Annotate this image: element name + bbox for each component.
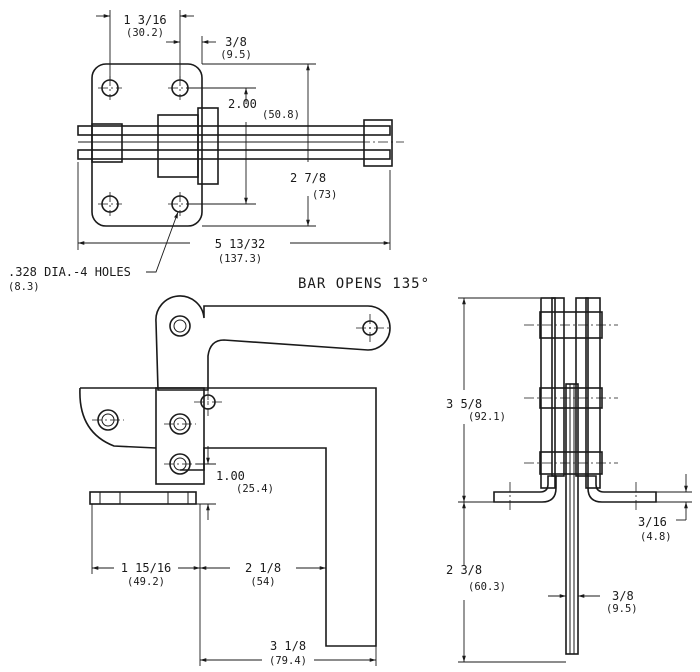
top-view: 1 3/16 (30.2) 3/8 (9.5) 2.00 (50.8) 2 7/…	[8, 10, 404, 293]
dim-base-mm: (49.2)	[127, 576, 165, 588]
dim-reach-frac: 2 1/8	[245, 561, 281, 575]
dim-height-frac: 2 7/8	[290, 171, 326, 185]
dim-vertical-inner: 2.00	[228, 97, 257, 111]
dim-side-height-frac: 3 5/8	[446, 397, 482, 411]
dim-overall-mm: (137.3)	[218, 253, 262, 265]
handle-l-arm	[80, 387, 377, 647]
side-plate-left	[540, 297, 556, 489]
side-link-right	[575, 297, 589, 477]
pivot-pin-top	[169, 315, 191, 337]
top-bar-upper	[77, 125, 391, 136]
top-base-plate	[91, 63, 203, 227]
dim-base-thick-frac: 3/16	[638, 515, 667, 529]
bar-opens-note: BAR OPENS 135°	[298, 276, 430, 292]
holes-note: .328 DIA.-4 HOLES	[8, 265, 131, 279]
side-link-left	[551, 297, 565, 477]
front-base	[89, 491, 197, 505]
dim-pivot-height: 1.00	[216, 469, 245, 483]
handle-left-curve	[79, 387, 157, 449]
dim-bar-thick-mm: (9.5)	[606, 603, 638, 615]
top-left-block	[91, 123, 123, 163]
dim-arm-frac: 3 1/8	[270, 639, 306, 653]
top-bar-lower	[77, 149, 391, 160]
holes-note-mm: (8.3)	[8, 281, 40, 293]
side-plate-right	[585, 297, 601, 489]
dim-side-height-mm: (92.1)	[468, 411, 506, 423]
dim-vertical-inner-mm: (50.8)	[262, 109, 300, 121]
dim-hole-offset-frac: 3/8	[225, 35, 247, 49]
swing-bar	[155, 295, 391, 391]
dim-overall-frac: 5 13/32	[215, 237, 266, 251]
top-center-block	[157, 114, 199, 178]
dim-width-mm: (30.2)	[126, 27, 164, 39]
top-end-block	[363, 119, 393, 167]
top-center-flange	[197, 107, 219, 185]
dim-arm-mm: (79.4)	[269, 655, 307, 667]
dim-base-thick-mm: (4.8)	[640, 531, 672, 543]
dim-hole-offset-mm: (9.5)	[220, 49, 252, 61]
front-view: 1.00 (25.4) 1 15/16 (49.2) 2 1/8 (54) 3 …	[79, 295, 392, 667]
side-base-left	[493, 475, 557, 503]
dim-width-frac: 1 3/16	[123, 13, 166, 27]
dim-reach-mm: (54)	[250, 576, 275, 588]
dim-base-frac: 1 15/16	[121, 561, 172, 575]
dim-pivot-height-mm: (25.4)	[236, 483, 274, 495]
side-view: 3 5/8 (92.1) 2 3/8 (60.3) 3/16 (4.8) 3/8…	[446, 297, 692, 663]
dim-side-lower-mm: (60.3)	[468, 581, 506, 593]
center-link	[155, 387, 205, 485]
dim-height-mm: (73)	[312, 189, 337, 201]
dim-side-lower-frac: 2 3/8	[446, 563, 482, 577]
dim-bar-thick-frac: 3/8	[612, 589, 634, 603]
side-base-right	[587, 475, 657, 503]
